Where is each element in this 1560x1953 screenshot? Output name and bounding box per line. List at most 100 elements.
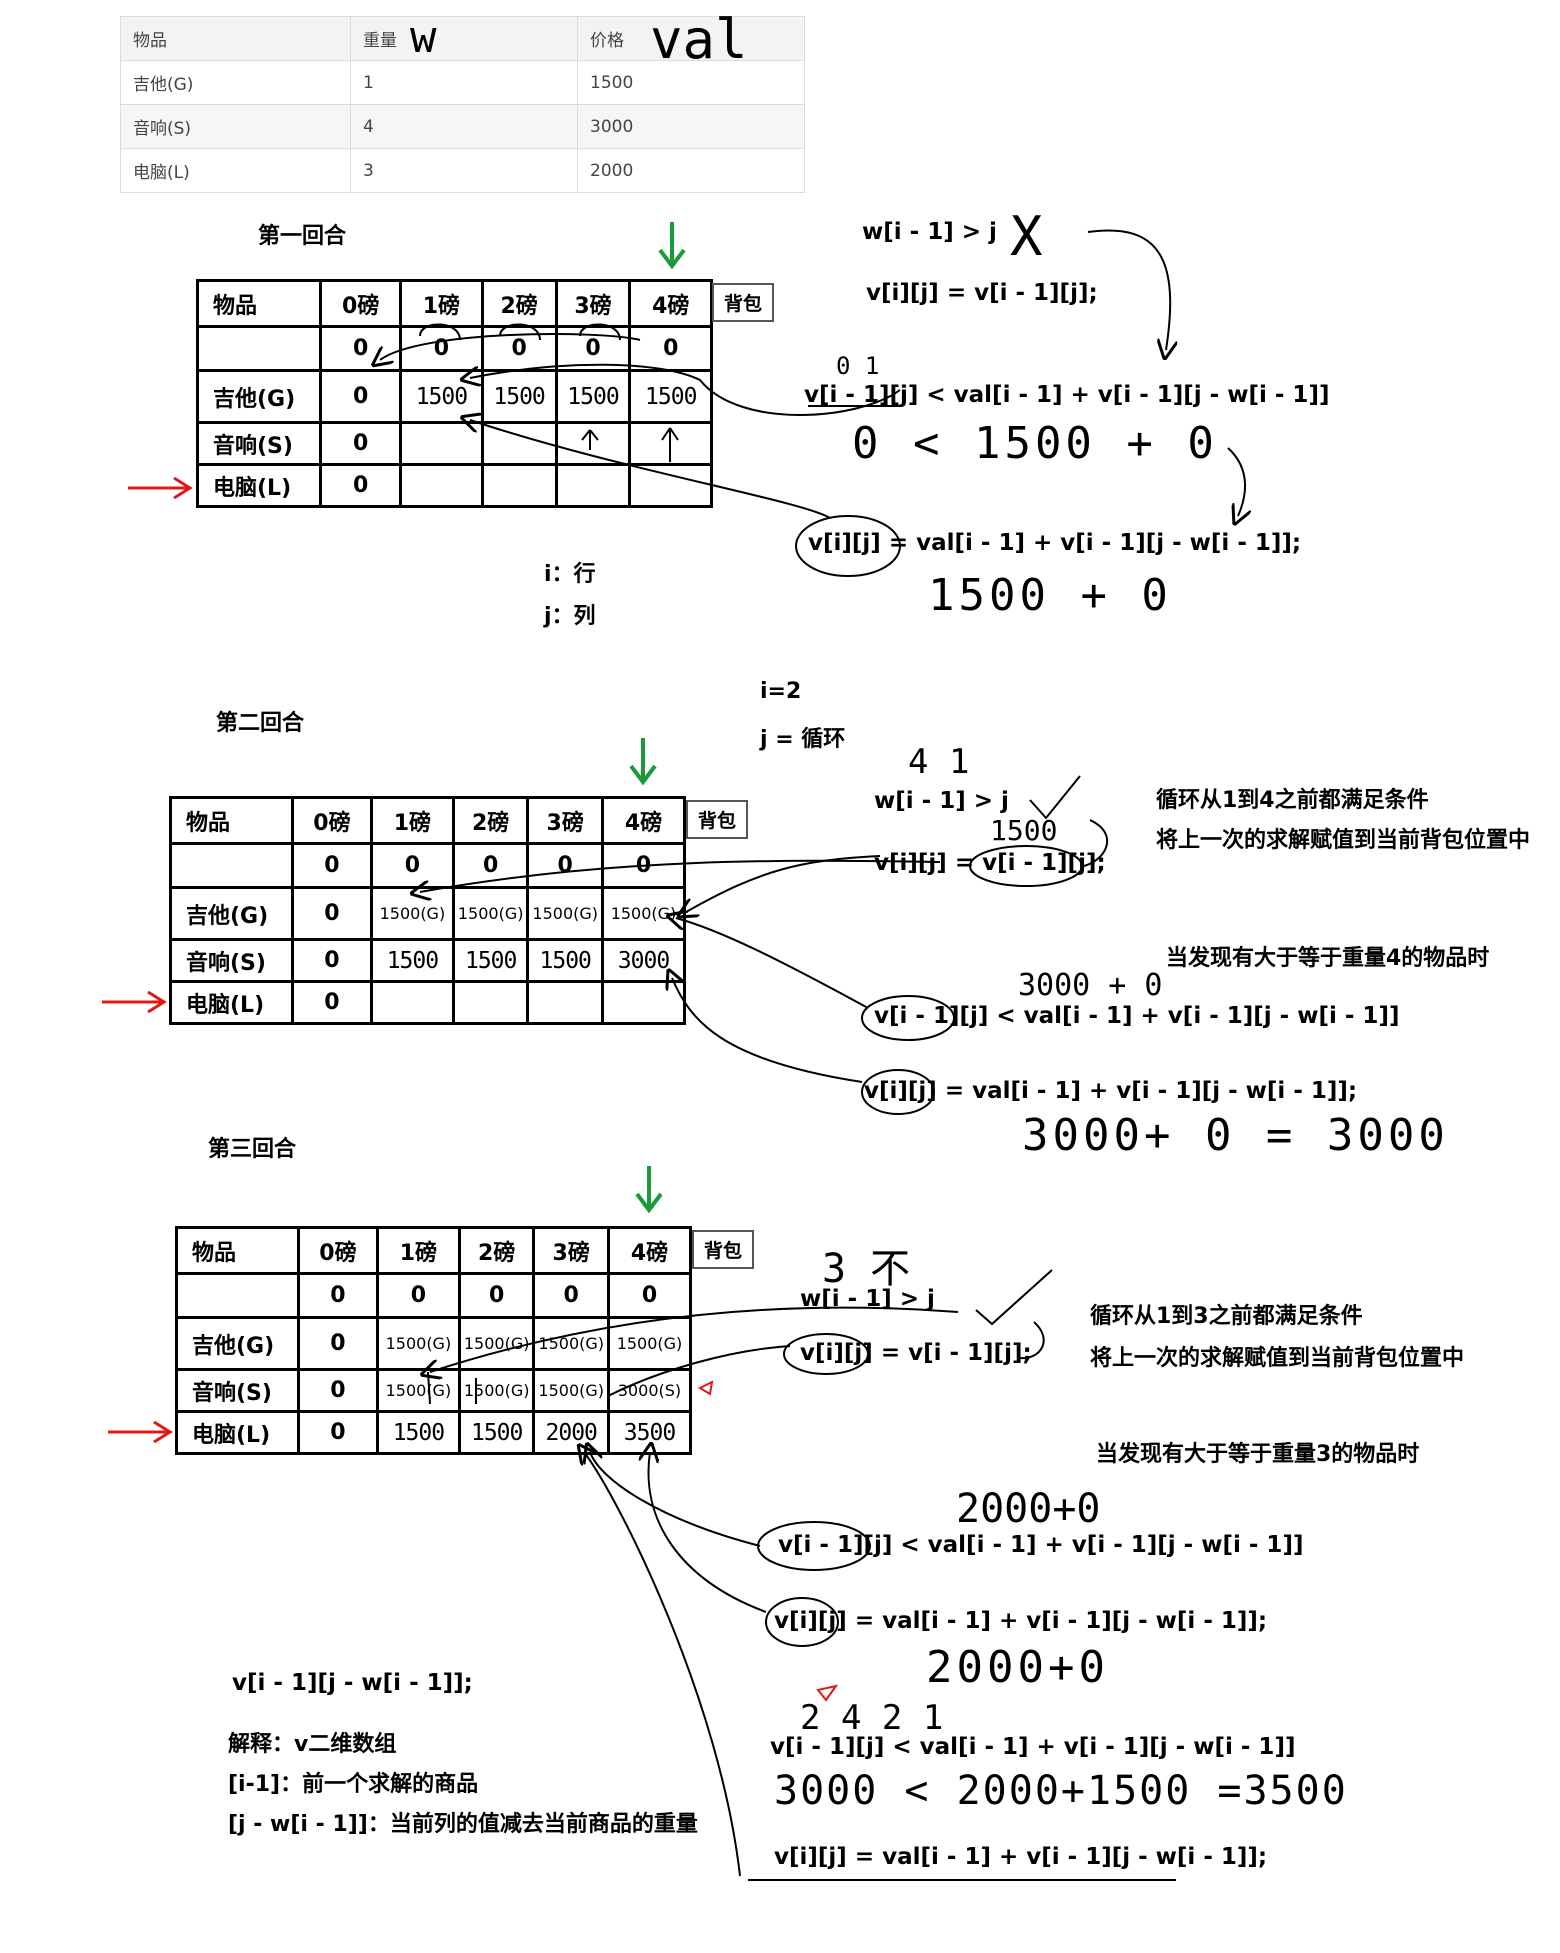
round1-assign1: v[i][j] = v[i - 1][j]; bbox=[866, 280, 1098, 306]
backpack-label: 背包 bbox=[686, 800, 749, 839]
item-price: 2000 bbox=[577, 148, 805, 193]
handwritten-strokes bbox=[380, 229, 1245, 577]
grid-row-label: 音响(S) bbox=[169, 938, 294, 983]
explanation-expr: v[i - 1][j - w[i - 1]]; bbox=[232, 1670, 473, 1696]
grid-cell: 0 bbox=[375, 1272, 461, 1319]
table-row: 电脑(L) 3 2000 bbox=[120, 148, 805, 193]
grid-cell: 0 bbox=[290, 938, 373, 983]
backpack-label: 背包 bbox=[692, 1230, 755, 1269]
grid-cell: 0 bbox=[290, 886, 373, 941]
item-name: 音响(S) bbox=[120, 104, 351, 149]
grid-header-cell: 1磅 bbox=[399, 279, 484, 328]
grid-row-label: 音响(S) bbox=[195, 421, 323, 466]
round3-note1: 循环从1到3之前都满足条件 bbox=[1090, 1304, 1363, 1329]
grid-cell bbox=[195, 325, 323, 372]
legend-i: i：行 bbox=[544, 562, 596, 587]
grid-cell: 0 bbox=[480, 325, 558, 372]
grid-header-cell: 0磅 bbox=[319, 279, 403, 328]
round1-title: 第一回合 bbox=[258, 224, 347, 249]
grid-cell: 1500 bbox=[375, 1410, 461, 1455]
grid-header-cell: 3磅 bbox=[532, 1226, 610, 1275]
grid-header-cell: 物品 bbox=[175, 1226, 300, 1275]
round2-title: 第二回合 bbox=[216, 711, 305, 736]
explanation-line1: 解释：v二维数组 bbox=[228, 1732, 397, 1757]
grid-row-label: 电脑(L) bbox=[195, 463, 323, 508]
round3-hand-above3: 2 4 2 1 bbox=[800, 1698, 944, 1738]
grid-cell: 1500(G) bbox=[451, 886, 530, 941]
grid-cell: 0 bbox=[296, 1368, 379, 1413]
red-right-arrow-icon bbox=[102, 990, 167, 1014]
grid-cell bbox=[554, 463, 632, 508]
round2-hand-3000: 3000 + 0 bbox=[1018, 968, 1163, 1003]
round2-cond1: w[i - 1] > j bbox=[874, 788, 1009, 814]
round3-assign2: v[i][j] = val[i - 1] + v[i - 1][j - w[i … bbox=[774, 1608, 1268, 1634]
grid-cell bbox=[451, 980, 530, 1025]
round1-hand-calc2: 1500 + 0 bbox=[928, 570, 1172, 621]
grid-header-cell: 4磅 bbox=[600, 796, 687, 845]
green-down-arrow-icon bbox=[635, 1166, 663, 1214]
round3-cond3: v[i - 1][j] < val[i - 1] + v[i - 1][j - … bbox=[770, 1734, 1296, 1760]
round2-note2: 将上一次的求解赋值到当前背包位置中 bbox=[1156, 828, 1531, 853]
handwritten-strokes bbox=[420, 775, 1109, 1115]
grid-row-label: 吉他(G) bbox=[169, 886, 294, 941]
item-name: 电脑(L) bbox=[120, 148, 351, 193]
grid-row-label: 电脑(L) bbox=[175, 1410, 300, 1455]
grid-header-cell: 2磅 bbox=[480, 279, 558, 328]
round2-hand-calc: 3000+ 0 = 3000 bbox=[1022, 1110, 1449, 1161]
grid-cell bbox=[175, 1272, 300, 1319]
item-price: 1500 bbox=[577, 60, 805, 105]
item-price: 3000 bbox=[577, 104, 805, 149]
grid-header-cell: 4磅 bbox=[606, 1226, 693, 1275]
grid-row-label: 音响(S) bbox=[175, 1368, 300, 1413]
round3-note2: 将上一次的求解赋值到当前背包位置中 bbox=[1090, 1346, 1465, 1371]
grid-cell: 1500(G) bbox=[606, 1316, 693, 1371]
grid-header-cell: 0磅 bbox=[290, 796, 373, 845]
grid-header-cell: 物品 bbox=[169, 796, 294, 845]
backpack-label: 背包 bbox=[712, 283, 775, 322]
grid-cell: 1500 bbox=[628, 369, 713, 424]
grid-cell: 1500 bbox=[480, 369, 558, 424]
grid-cell: 0 bbox=[290, 980, 373, 1025]
grid-header-cell: 2磅 bbox=[457, 1226, 536, 1275]
round3-note3: 当发现有大于等于重量3的物品时 bbox=[1096, 1442, 1420, 1467]
grid-cell bbox=[169, 842, 294, 889]
grid-row-label: 吉他(G) bbox=[195, 369, 323, 424]
handwritten-val: val bbox=[650, 8, 748, 71]
round2-i-label: i=2 bbox=[760, 679, 802, 704]
round2-hand-1500: 1500 bbox=[990, 814, 1058, 847]
grid-cell bbox=[399, 463, 484, 508]
grid-header-cell: 0磅 bbox=[296, 1226, 379, 1275]
grid-cell: 0 bbox=[532, 1272, 610, 1319]
round1-hand-calc1: 0 < 1500 + 0 bbox=[852, 418, 1218, 469]
legend-j: j：列 bbox=[544, 604, 596, 629]
round3-grid: 物品 0磅 1磅 2磅 3磅 4磅 0 0 0 0 0 吉他(G) 0 1500… bbox=[175, 1226, 693, 1455]
red-right-arrow-icon bbox=[128, 476, 193, 500]
grid-row-label: 电脑(L) bbox=[169, 980, 294, 1025]
round3-title: 第三回合 bbox=[208, 1137, 297, 1162]
grid-cell: 1500 bbox=[451, 938, 530, 983]
grid-header-cell: 2磅 bbox=[451, 796, 530, 845]
grid-cell: 0 bbox=[296, 1272, 379, 1319]
grid-cell: 1500 bbox=[457, 1410, 536, 1455]
round3-assign3: v[i][j] = val[i - 1] + v[i - 1][j - w[i … bbox=[774, 1844, 1268, 1870]
grid-cell: 0 bbox=[628, 325, 713, 372]
item-weight: 1 bbox=[350, 60, 578, 105]
grid-cell: 0 bbox=[319, 421, 403, 466]
handwritten-strokes bbox=[428, 1269, 1176, 1881]
round2-j-label: j = 循环 bbox=[760, 727, 846, 752]
grid-header-cell: 3磅 bbox=[554, 279, 632, 328]
round1-grid: 物品 0磅 1磅 2磅 3磅 4磅 0 0 0 0 0 吉他(G) 0 1500… bbox=[195, 279, 713, 508]
round3-hand-2000-top: 2000+0 bbox=[956, 1486, 1101, 1532]
item-header-name: 物品 bbox=[120, 16, 351, 61]
round2-note1: 循环从1到4之前都满足条件 bbox=[1156, 788, 1429, 813]
item-weight: 4 bbox=[350, 104, 578, 149]
grid-row-label: 吉他(G) bbox=[175, 1316, 300, 1371]
item-table: 物品 重量 价格 吉他(G) 1 1500 音响(S) 4 3000 电脑(L)… bbox=[120, 16, 805, 193]
round1-hand-above: 0 1 bbox=[836, 352, 880, 380]
grid-cell: 0 bbox=[290, 842, 373, 889]
grid-cell: 1500(G) bbox=[532, 1368, 610, 1413]
grid-cell: 0 bbox=[296, 1316, 379, 1371]
grid-cell: 0 bbox=[319, 369, 403, 424]
round2-assign2: v[i][j] = val[i - 1] + v[i - 1][j - w[i … bbox=[864, 1078, 1358, 1104]
